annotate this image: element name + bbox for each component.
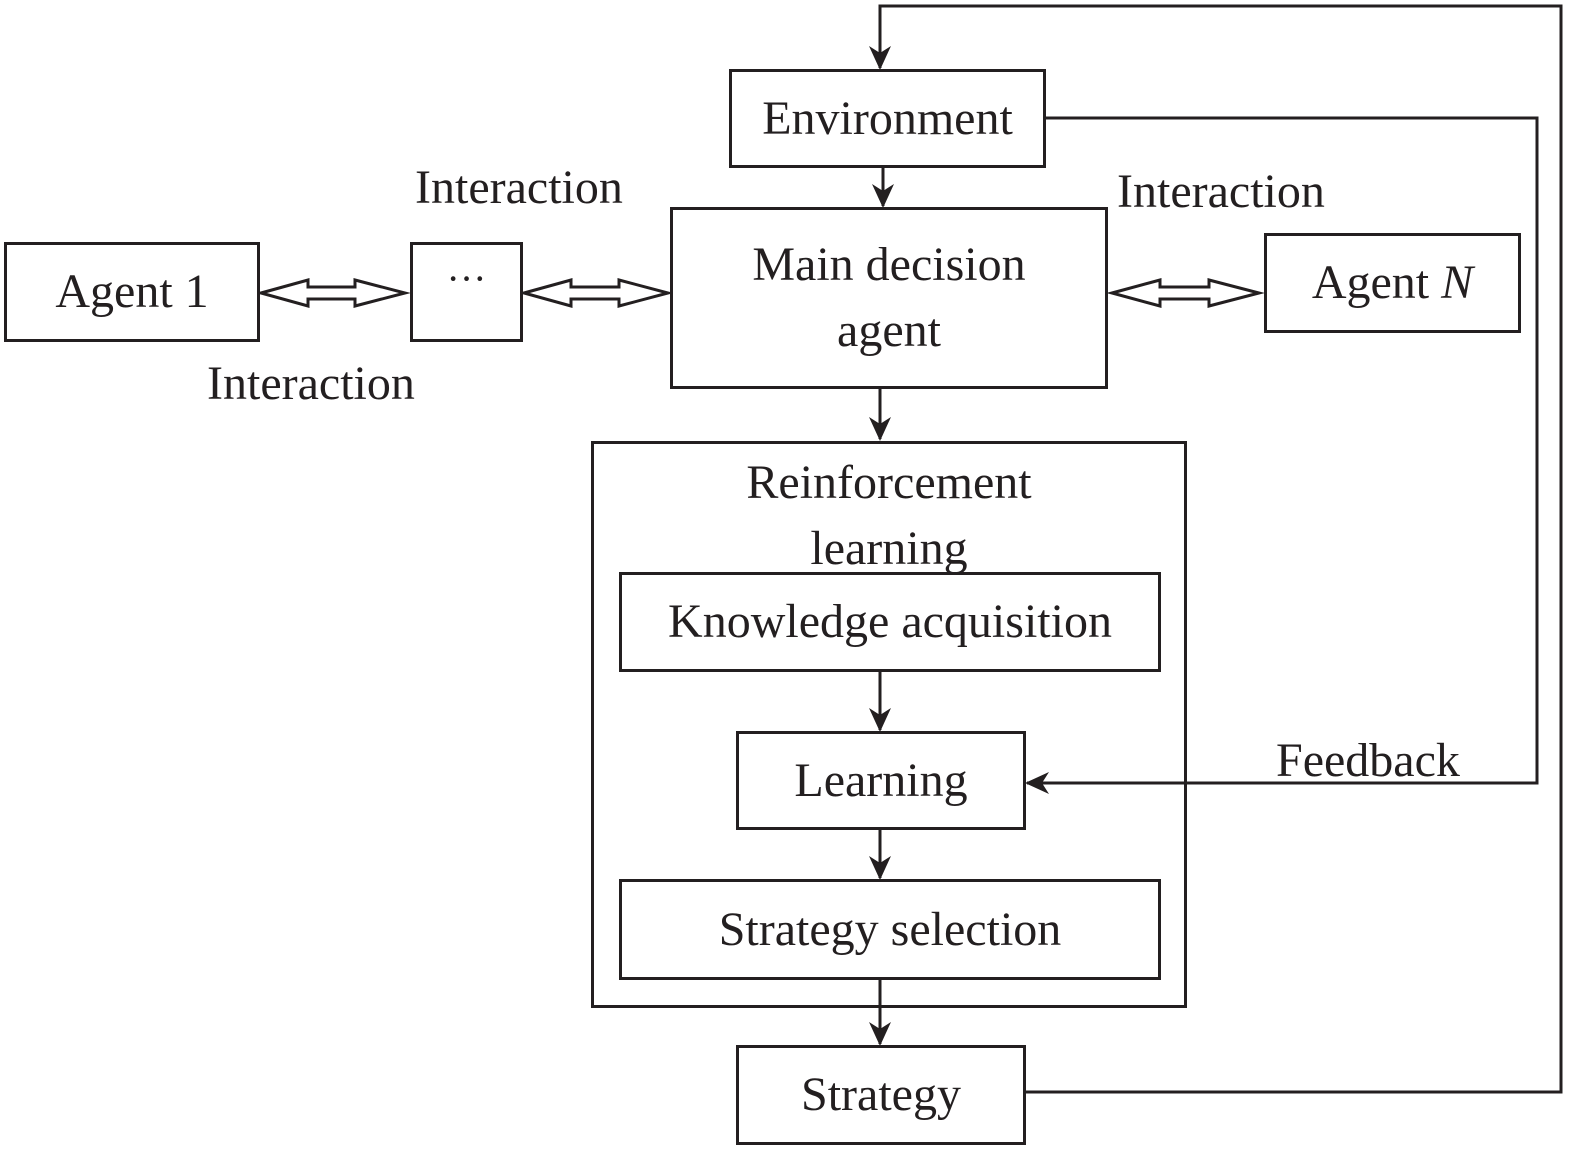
knowledge-acquisition-label: Knowledge acquisition — [668, 595, 1112, 648]
strategy-selection-box: Strategy selection — [619, 879, 1161, 980]
reinforcement-learning-group: Reinforcement learning — [591, 441, 1187, 1008]
agent-1-label: Agent 1 — [55, 265, 209, 318]
main-decision-agent-box: Main decision agent — [670, 207, 1108, 389]
agent-n-suffix: N — [1441, 256, 1474, 309]
strategy-box: Strategy — [736, 1045, 1026, 1145]
reinforcement-learning-title-line2: learning — [810, 522, 968, 575]
feedback-line — [1025, 116, 1539, 794]
strategy-label: Strategy — [801, 1068, 961, 1121]
main-decision-agent-label-line2: agent — [837, 304, 941, 357]
agent-n-box: Agent N — [1264, 233, 1521, 333]
loop-line-strategy-to-environment — [869, 4, 1563, 1094]
environment-label: Environment — [762, 91, 1013, 145]
agent-n-prefix: Agent — [1311, 256, 1430, 309]
environment-box: Environment — [729, 69, 1046, 168]
reinforcement-learning-title: Reinforcement learning — [594, 450, 1184, 582]
double-arrow-ellipsis-main — [518, 278, 674, 308]
knowledge-acquisition-box: Knowledge acquisition — [619, 572, 1161, 672]
agent-n-label: Agent N — [1312, 250, 1473, 316]
ellipsis-label: ··· — [446, 256, 487, 301]
feedback-label: Feedback — [1276, 734, 1460, 787]
main-decision-agent-label-line1: Main decision — [752, 238, 1026, 291]
reinforcement-learning-title-line1: Reinforcement — [746, 456, 1032, 509]
interaction-label-top-right: Interaction — [1117, 165, 1325, 218]
double-arrow-agent1-ellipsis — [255, 278, 411, 308]
ellipsis-box: ··· — [410, 242, 523, 342]
learning-box: Learning — [736, 731, 1026, 830]
strategy-selection-label: Strategy selection — [718, 902, 1062, 956]
interaction-label-bottom-left: Interaction — [207, 357, 415, 410]
double-arrow-main-agentN — [1106, 278, 1265, 308]
interaction-label-top-left: Interaction — [415, 161, 623, 214]
learning-label: Learning — [794, 753, 968, 807]
agent-1-box: Agent 1 — [4, 242, 260, 342]
